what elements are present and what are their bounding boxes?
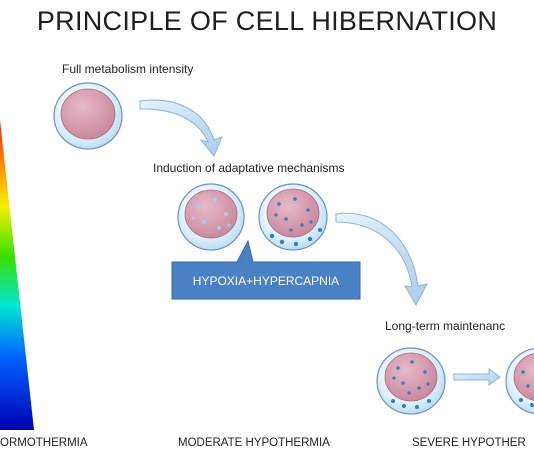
straight-arrow: [453, 368, 501, 386]
cell-long-term: [376, 347, 446, 415]
stage-label-long-term: Long-term maintenanc: [385, 319, 506, 333]
temp-label-moderate-hypothermia: MODERATE HYPOTHERMIA: [178, 437, 330, 449]
curved-arrow-1: [139, 99, 223, 157]
stage-label-induction: Induction of adaptative mechanisms: [153, 161, 345, 175]
cell-induction-early: [177, 183, 245, 251]
cell-induction-advanced: [258, 183, 328, 251]
cell-full-metabolism: [53, 82, 123, 150]
temperature-gradient-bar: [0, 120, 34, 430]
diagram-title: PRINCIPLE OF CELL HIBERNATION: [36, 6, 498, 36]
curved-arrow-2: [335, 212, 428, 307]
callout-label: HYPOXIA+HYPERCAPNIA: [192, 274, 340, 288]
temp-label-normothermia: ORMOTHERMIA: [0, 437, 88, 449]
stage-label-full-metabolism: Full metabolism intensity: [62, 62, 194, 76]
cell-partial-right: [505, 347, 534, 415]
temp-label-severe-hypothermia: SEVERE HYPOTHER: [412, 437, 526, 449]
callout-box: [171, 239, 361, 300]
